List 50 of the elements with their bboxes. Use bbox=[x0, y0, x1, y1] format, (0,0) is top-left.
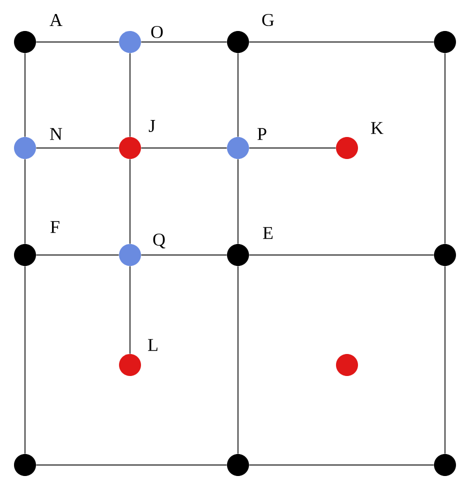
point-label: J bbox=[148, 120, 156, 132]
point-label: L bbox=[148, 339, 158, 351]
dot bbox=[119, 244, 141, 266]
dot bbox=[434, 454, 456, 476]
line bbox=[237, 266, 239, 454]
line bbox=[129, 266, 131, 354]
line bbox=[36, 41, 119, 43]
line bbox=[249, 147, 336, 149]
dot bbox=[119, 354, 141, 376]
point-label: F bbox=[50, 221, 60, 233]
line bbox=[141, 147, 227, 149]
line bbox=[129, 53, 131, 137]
point-label: E bbox=[263, 227, 273, 239]
line bbox=[249, 254, 434, 256]
line bbox=[249, 41, 434, 43]
dot bbox=[434, 244, 456, 266]
line bbox=[237, 159, 239, 244]
line bbox=[141, 254, 227, 256]
point-label: K bbox=[371, 122, 384, 134]
line bbox=[237, 53, 239, 137]
dot bbox=[14, 31, 36, 53]
line bbox=[24, 266, 26, 454]
dot bbox=[434, 31, 456, 53]
dot bbox=[119, 31, 141, 53]
dot bbox=[119, 137, 141, 159]
line bbox=[249, 464, 434, 466]
dot bbox=[336, 354, 358, 376]
point-label: O bbox=[151, 26, 163, 38]
dot bbox=[336, 137, 358, 159]
dot bbox=[227, 31, 249, 53]
line bbox=[24, 159, 26, 244]
line bbox=[36, 464, 227, 466]
point-label: N bbox=[50, 128, 62, 140]
line bbox=[36, 254, 119, 256]
line bbox=[141, 41, 227, 43]
dot bbox=[227, 454, 249, 476]
line bbox=[129, 159, 131, 244]
point-label: P bbox=[258, 128, 266, 140]
dot bbox=[14, 454, 36, 476]
point-label: Q bbox=[153, 234, 166, 248]
line bbox=[24, 53, 26, 137]
line bbox=[444, 266, 446, 454]
point-label: A bbox=[50, 14, 62, 26]
line bbox=[36, 147, 119, 149]
point-label: G bbox=[262, 14, 274, 26]
dot bbox=[14, 244, 36, 266]
dot bbox=[14, 137, 36, 159]
dot bbox=[227, 137, 249, 159]
dot bbox=[227, 244, 249, 266]
line bbox=[444, 53, 446, 244]
